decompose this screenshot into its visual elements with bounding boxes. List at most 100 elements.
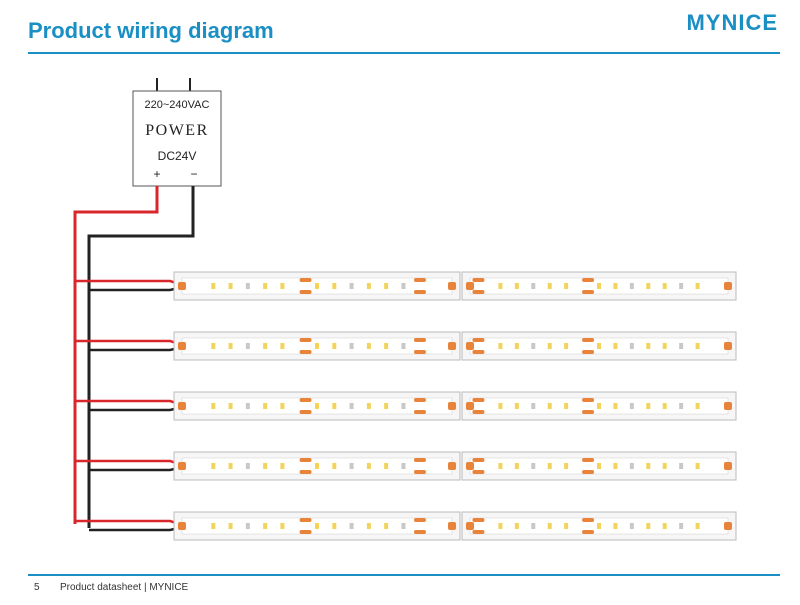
end-pad xyxy=(448,342,456,350)
cut-pad xyxy=(299,470,312,474)
end-pad xyxy=(178,462,186,470)
led-chip xyxy=(662,403,667,409)
led-chip xyxy=(514,343,519,349)
led-chip xyxy=(629,463,634,469)
led-chip xyxy=(679,283,684,289)
led-chip xyxy=(263,403,268,409)
cut-pad xyxy=(413,458,426,462)
end-pad xyxy=(724,402,732,410)
led-chip xyxy=(211,283,216,289)
led-chip xyxy=(531,343,536,349)
positive-branch-wire xyxy=(75,399,184,407)
led-chip xyxy=(332,343,337,349)
led-chip xyxy=(401,523,406,529)
led-chip xyxy=(629,523,634,529)
cut-pad xyxy=(582,470,595,474)
led-chip xyxy=(646,283,651,289)
end-pad xyxy=(178,282,186,290)
cut-pad xyxy=(413,398,426,402)
end-pad xyxy=(448,462,456,470)
end-pad xyxy=(466,402,474,410)
end-pad xyxy=(466,462,474,470)
negative-branch-wire xyxy=(89,345,184,352)
cut-pad xyxy=(299,458,312,462)
led-chip xyxy=(228,283,233,289)
cut-pad xyxy=(472,458,485,462)
led-chip xyxy=(349,523,354,529)
cut-pad xyxy=(472,470,485,474)
negative-branch-wire xyxy=(89,405,184,412)
led-chip xyxy=(366,283,371,289)
cut-pad xyxy=(472,530,485,534)
led-strip-segment xyxy=(461,511,737,541)
led-chip xyxy=(531,403,536,409)
led-chip xyxy=(547,463,552,469)
cut-pad xyxy=(413,530,426,534)
negative-branch-wire xyxy=(89,285,184,292)
cut-pad xyxy=(472,398,485,402)
led-chip xyxy=(679,523,684,529)
cut-pad xyxy=(413,350,426,354)
footer-divider xyxy=(28,574,780,576)
footer-text: Product datasheet | MYNICE xyxy=(60,582,189,593)
cut-pad xyxy=(299,530,312,534)
cut-pad xyxy=(472,350,485,354)
led-chip xyxy=(384,463,389,469)
led-strip-segment xyxy=(173,391,461,421)
led-chip xyxy=(613,283,618,289)
led-chip xyxy=(332,523,337,529)
led-chip xyxy=(514,523,519,529)
positive-branch-wire xyxy=(75,339,184,347)
led-strip-segment xyxy=(461,391,737,421)
end-pad xyxy=(178,522,186,530)
led-chip xyxy=(401,463,406,469)
led-chip xyxy=(315,343,319,349)
cut-pad xyxy=(299,398,312,402)
led-chip xyxy=(695,523,700,529)
end-pad xyxy=(448,282,456,290)
cut-pad xyxy=(413,290,426,294)
led-chip xyxy=(679,463,684,469)
positive-terminal-label: + xyxy=(153,167,160,181)
led-chip xyxy=(613,343,618,349)
led-chip xyxy=(547,343,552,349)
negative-branch-wire xyxy=(89,465,184,472)
led-chip xyxy=(564,283,569,289)
cut-pad xyxy=(299,410,312,414)
led-chip xyxy=(384,403,389,409)
led-strip-segment xyxy=(173,451,461,481)
led-chip xyxy=(531,283,536,289)
end-pad xyxy=(448,402,456,410)
led-chip xyxy=(384,283,389,289)
led-chip xyxy=(263,523,268,529)
led-chip xyxy=(514,283,519,289)
cut-pad xyxy=(413,470,426,474)
wiring-diagram: 220~240VAC POWER DC24V + − xyxy=(73,78,737,541)
cut-pad xyxy=(472,278,485,282)
led-chip xyxy=(514,403,519,409)
cut-pad xyxy=(582,290,595,294)
led-chip xyxy=(564,343,569,349)
led-chip xyxy=(662,523,667,529)
led-chip xyxy=(679,403,684,409)
led-chip xyxy=(597,283,601,289)
cut-pad xyxy=(299,350,312,354)
end-pad xyxy=(466,342,474,350)
led-chip xyxy=(597,343,601,349)
cut-pad xyxy=(582,398,595,402)
led-strip-rows xyxy=(75,271,737,541)
led-chip xyxy=(366,463,371,469)
led-chip xyxy=(613,523,618,529)
led-chip xyxy=(349,403,354,409)
negative-trunk-wire xyxy=(87,186,195,528)
led-chip xyxy=(263,283,268,289)
end-pad xyxy=(724,282,732,290)
led-chip xyxy=(646,463,651,469)
cut-pad xyxy=(582,530,595,534)
end-pad xyxy=(178,342,186,350)
header-divider xyxy=(28,52,780,54)
led-chip xyxy=(384,343,389,349)
page-number: 5 xyxy=(34,582,40,593)
led-chip xyxy=(629,283,634,289)
negative-branch-wire xyxy=(89,525,184,532)
